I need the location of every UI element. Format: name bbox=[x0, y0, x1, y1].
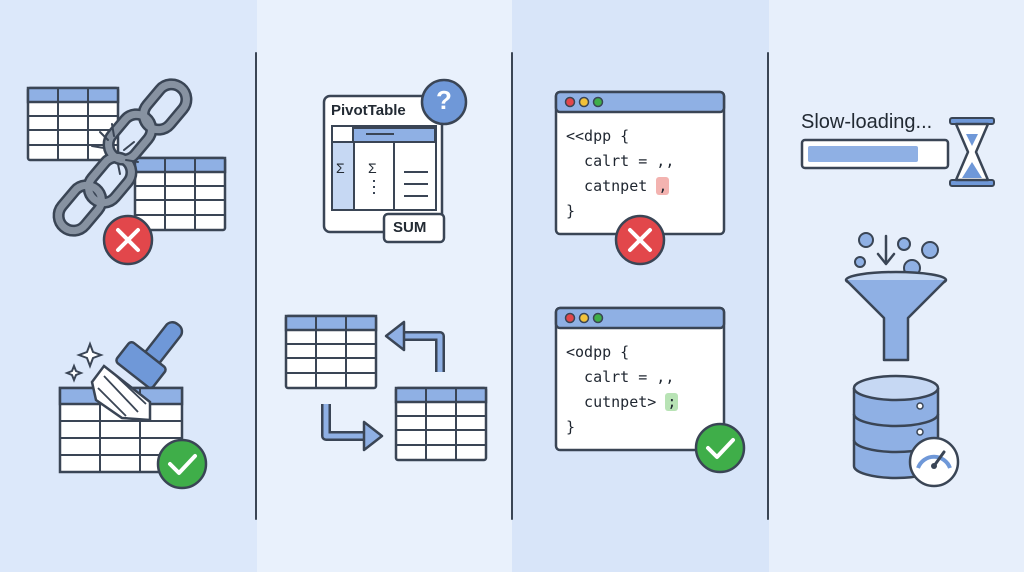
code-line: <<dpp { bbox=[566, 127, 630, 145]
pivot-card bbox=[322, 94, 444, 234]
code-line: } bbox=[566, 418, 576, 436]
sum-label: SUM bbox=[393, 219, 427, 236]
code-line: } bbox=[566, 202, 576, 220]
fixed-token: ; bbox=[665, 393, 679, 411]
table-right-icon bbox=[133, 156, 227, 232]
code-block-error: <<dpp { calrt = ,, catnpet ,} bbox=[566, 124, 674, 224]
divider-2 bbox=[511, 52, 513, 520]
code-window-error bbox=[554, 90, 726, 236]
sparkle-icon bbox=[64, 341, 104, 383]
code-line: calrt = ,, bbox=[566, 152, 675, 170]
code-error-x-icon bbox=[614, 214, 666, 266]
sum-badge bbox=[382, 212, 446, 244]
speed-gauge-icon bbox=[908, 436, 960, 488]
pivot-sigma-2: Σ bbox=[368, 160, 377, 176]
help-question-icon bbox=[420, 78, 468, 126]
target-table-icon bbox=[394, 386, 488, 462]
progress-bar bbox=[800, 138, 950, 170]
slow-loading-label: Slow-loading... bbox=[801, 111, 933, 133]
code-line: cutnpet> ; bbox=[566, 390, 679, 415]
code-window-fixed bbox=[554, 306, 726, 452]
code-line: calrt = ,, bbox=[566, 368, 675, 386]
pivot-sigma-1: Σ bbox=[336, 160, 345, 176]
error-x-icon bbox=[102, 214, 154, 266]
code-line: catnpet , bbox=[566, 174, 674, 199]
broom-icon bbox=[90, 321, 184, 422]
source-table-icon bbox=[284, 314, 378, 390]
code-line: <odpp { bbox=[566, 343, 630, 361]
help-question-glyph: ? bbox=[436, 85, 452, 115]
error-token: , bbox=[656, 177, 670, 195]
pivot-title: PivotTable bbox=[331, 102, 406, 119]
down-arrow-icon bbox=[876, 234, 896, 266]
code-block-fixed: <odpp { calrt = ,, cutnpet> ;} bbox=[566, 340, 679, 440]
forward-arrow-icon bbox=[321, 404, 384, 452]
funnel-icon bbox=[844, 270, 948, 362]
progress-fill bbox=[808, 146, 918, 162]
return-arrow-icon bbox=[384, 320, 445, 372]
code-success-check-icon bbox=[694, 422, 746, 474]
code-text: catnpet bbox=[566, 177, 657, 195]
divider-3 bbox=[767, 52, 769, 520]
hourglass-icon bbox=[949, 117, 995, 187]
success-check-icon bbox=[156, 438, 208, 490]
divider-1 bbox=[255, 52, 257, 520]
break-spark-icon bbox=[91, 123, 139, 175]
data-bubbles-icon bbox=[854, 232, 939, 277]
code-text: cutnpet> bbox=[566, 393, 666, 411]
